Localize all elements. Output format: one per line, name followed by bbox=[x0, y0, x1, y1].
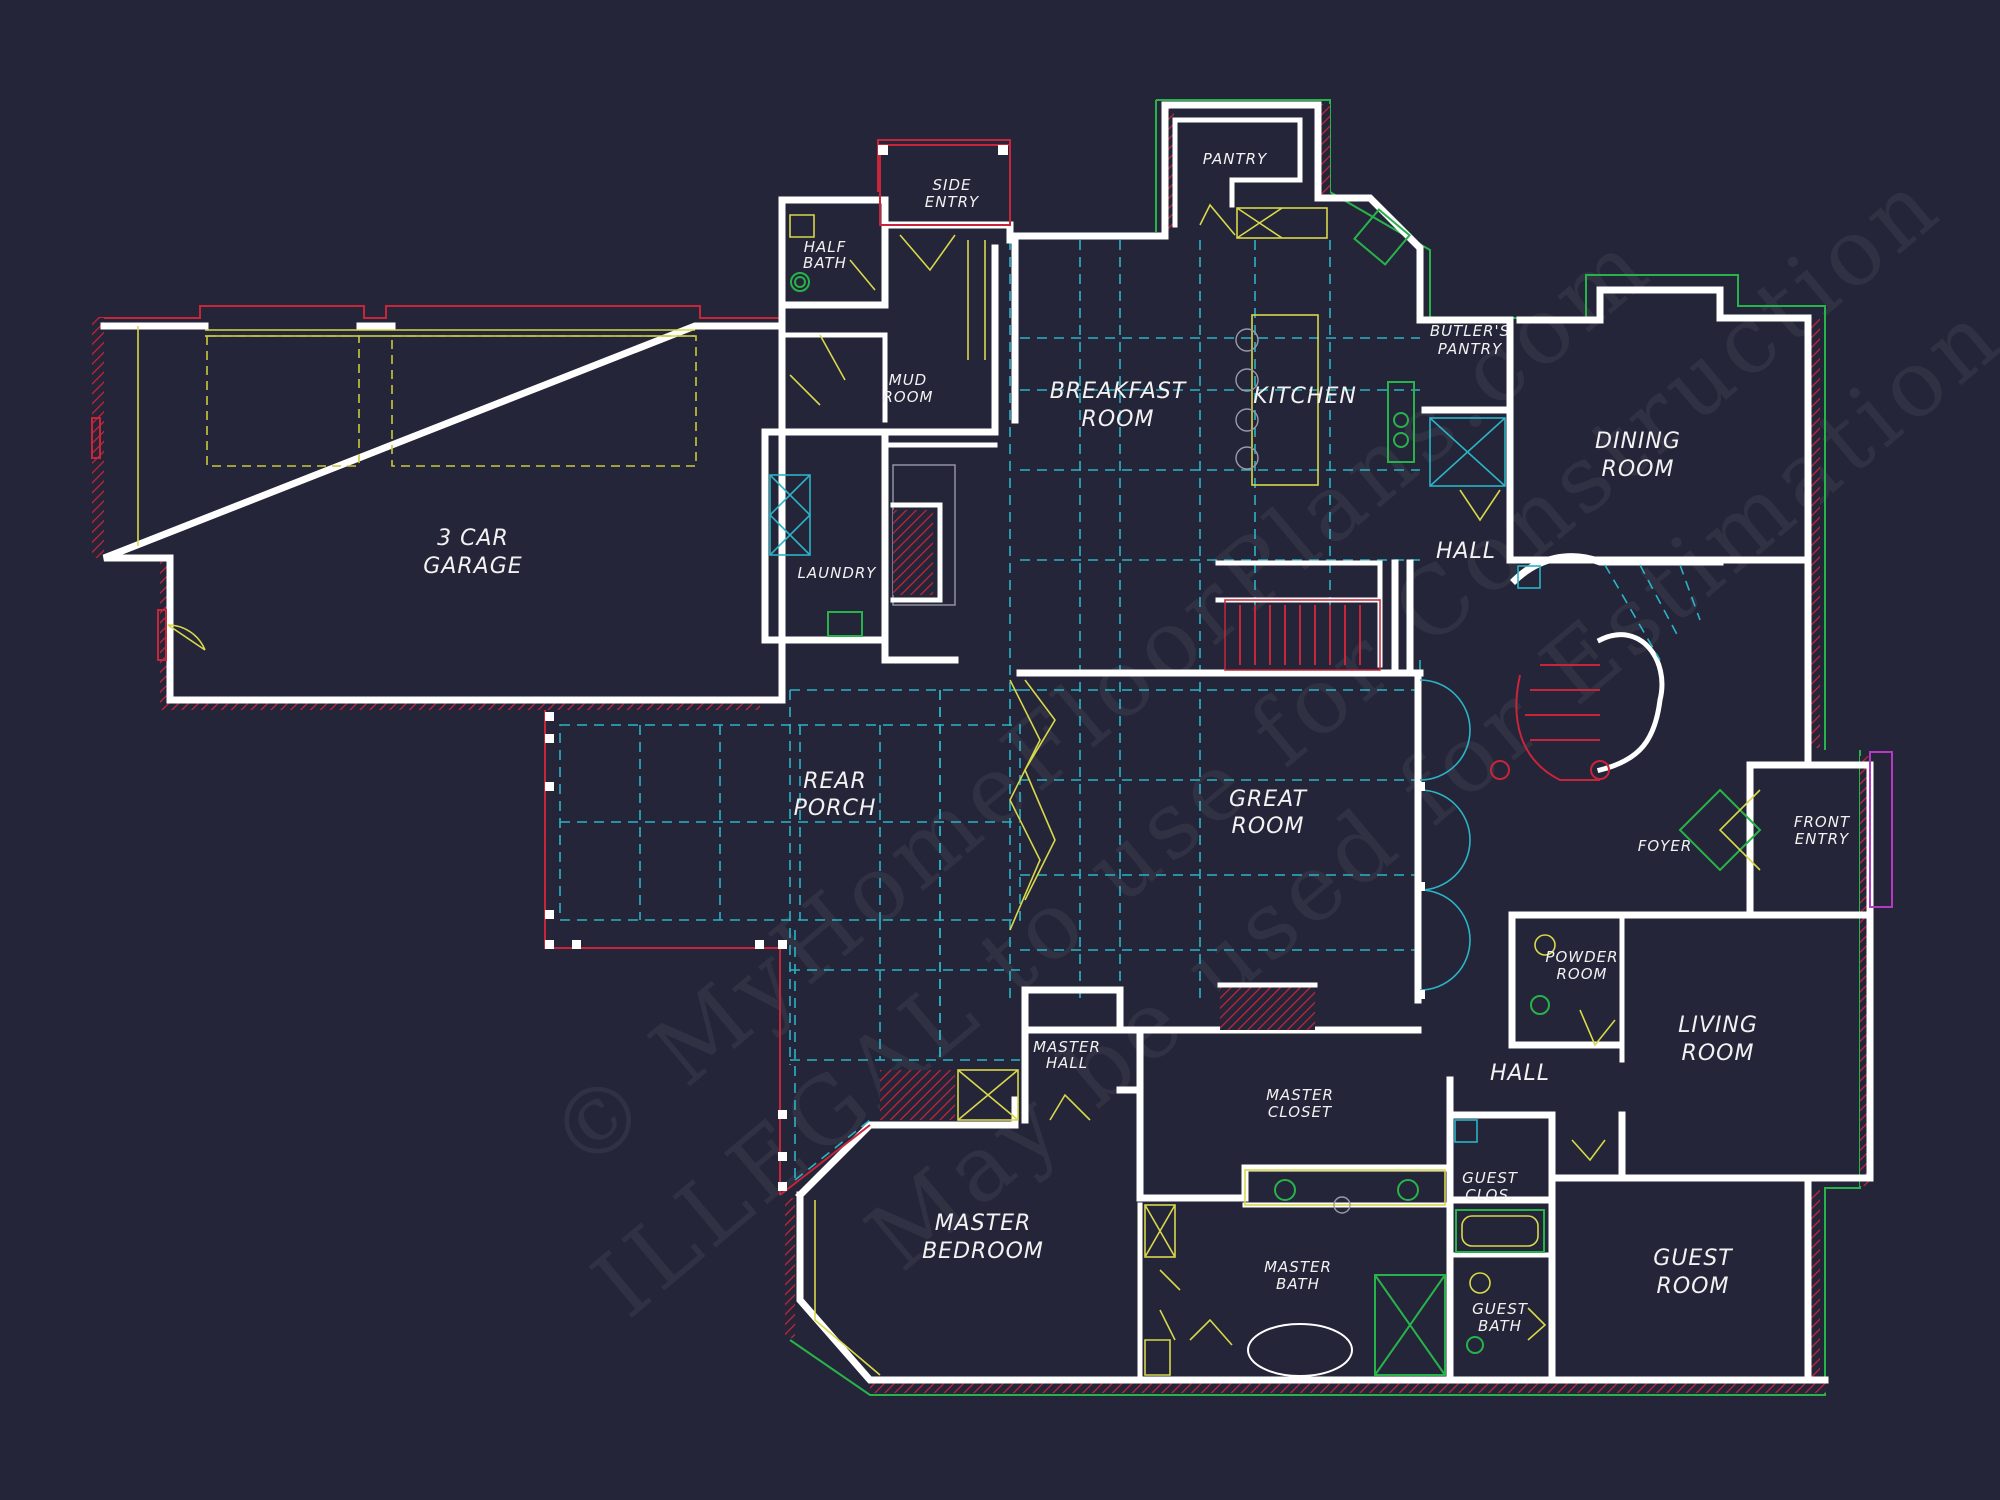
watermark: © MyHomeFloorPlans.com ILLEGAL to use fo… bbox=[529, 149, 2000, 1337]
dining-wing bbox=[1387, 286, 1812, 564]
living-wing bbox=[1508, 911, 1874, 1182]
rear-porch-grid bbox=[559, 689, 1021, 1065]
label-rear-porch-2: PORCH bbox=[794, 796, 877, 821]
label-front-entry-1: FRONT bbox=[1794, 813, 1851, 831]
label-master-bath-1: MASTER bbox=[1264, 1258, 1332, 1276]
label-guest-bath-2: BATH bbox=[1478, 1317, 1522, 1335]
label-pantry: PANTRY bbox=[1203, 150, 1268, 168]
label-half-bath-2: BATH bbox=[803, 254, 847, 272]
service-wing bbox=[761, 144, 1014, 664]
master-suite bbox=[779, 930, 1829, 1384]
staircase bbox=[1490, 553, 1724, 781]
great-room-walls bbox=[1009, 238, 1471, 1034]
label-mud-room-1: MUD bbox=[889, 371, 927, 389]
label-guest-room-1: GUEST bbox=[1653, 1246, 1733, 1271]
room-labels: 3 CAR GARAGE HALF BATH SIDE ENTRY MUD RO… bbox=[423, 150, 1851, 1335]
label-guest-closet-2: CLOS. bbox=[1465, 1186, 1514, 1204]
label-guest-closet-1: GUEST bbox=[1462, 1169, 1519, 1187]
label-garage-2: GARAGE bbox=[423, 554, 522, 579]
label-side-entry-2: ENTRY bbox=[925, 193, 980, 211]
label-master-bath-2: BATH bbox=[1276, 1275, 1320, 1293]
label-foyer: FOYER bbox=[1638, 837, 1693, 855]
label-master-bedroom-1: MASTER bbox=[935, 1211, 1032, 1236]
label-breakfast-room-1: BREAKFAST bbox=[1050, 379, 1187, 404]
label-powder-room-2: ROOM bbox=[1557, 965, 1608, 983]
label-master-hall-2: HALL bbox=[1046, 1054, 1088, 1072]
label-dining-room-2: ROOM bbox=[1602, 457, 1675, 482]
label-great-room-1: GREAT bbox=[1229, 787, 1308, 812]
label-great-room-2: ROOM bbox=[1232, 814, 1305, 839]
garage bbox=[91, 322, 786, 704]
label-master-bedroom-2: BEDROOM bbox=[922, 1239, 1044, 1264]
kitchen-north bbox=[1006, 101, 1424, 486]
label-breakfast-room-2: ROOM bbox=[1082, 407, 1155, 432]
label-master-closet-1: MASTER bbox=[1266, 1086, 1334, 1104]
label-guest-bath-1: GUEST bbox=[1472, 1300, 1529, 1318]
label-mud-room-2: ROOM bbox=[883, 388, 934, 406]
label-side-entry-1: SIDE bbox=[933, 176, 972, 194]
label-laundry: LAUNDRY bbox=[798, 564, 878, 582]
label-living-room-1: LIVING bbox=[1678, 1013, 1758, 1038]
porch-posts bbox=[545, 712, 1425, 1191]
label-living-room-2: ROOM bbox=[1682, 1041, 1755, 1066]
label-half-bath-1: HALF bbox=[804, 238, 847, 256]
label-guest-room-2: ROOM bbox=[1657, 1274, 1730, 1299]
label-butlers-pantry-2: PANTRY bbox=[1438, 340, 1503, 358]
label-garage-1: 3 CAR bbox=[437, 526, 509, 551]
label-butlers-pantry-1: BUTLER'S bbox=[1430, 322, 1510, 340]
guest-suite bbox=[1446, 1111, 1812, 1384]
label-dining-room-1: DINING bbox=[1595, 429, 1681, 454]
label-powder-room-1: POWDER bbox=[1545, 948, 1618, 966]
label-hall-upper: HALL bbox=[1436, 539, 1496, 564]
label-master-closet-2: CLOSET bbox=[1268, 1103, 1333, 1121]
label-hall-lower: HALL bbox=[1490, 1061, 1550, 1086]
label-front-entry-2: ENTRY bbox=[1795, 830, 1850, 848]
label-master-hall-1: MASTER bbox=[1033, 1038, 1101, 1056]
label-rear-porch-1: REAR bbox=[803, 769, 867, 794]
label-kitchen: KITCHEN bbox=[1253, 384, 1357, 409]
